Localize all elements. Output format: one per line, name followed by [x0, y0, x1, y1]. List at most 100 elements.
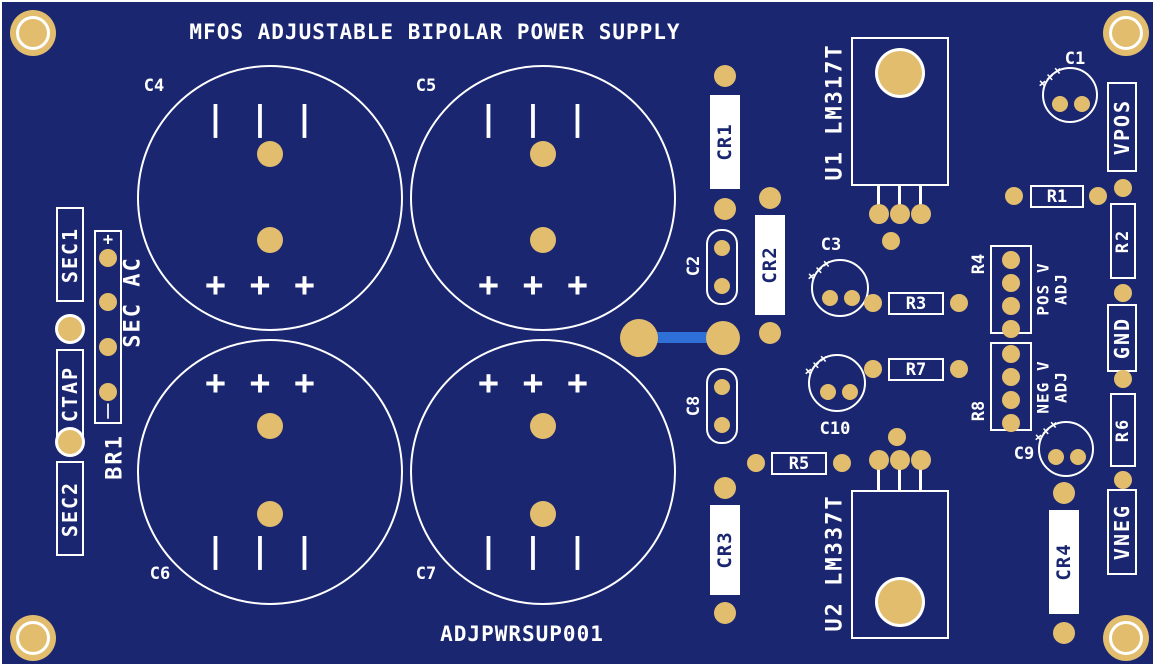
c2-pad[interactable] [714, 278, 730, 294]
r8-pad[interactable] [1002, 345, 1020, 363]
r6-pad[interactable] [1114, 370, 1132, 388]
c8-pad[interactable] [714, 417, 730, 433]
r7-pad[interactable] [950, 360, 968, 378]
u1-pad[interactable] [890, 204, 910, 224]
r5-pad[interactable] [833, 454, 851, 472]
u1-pad[interactable] [869, 204, 889, 224]
c1-pad[interactable] [1052, 96, 1068, 112]
r2-pad[interactable] [1114, 179, 1132, 197]
via-pad[interactable] [888, 428, 906, 446]
r4-pad[interactable] [1002, 274, 1020, 292]
capacitor-c10-outline[interactable] [808, 354, 866, 412]
r7-pad[interactable] [864, 360, 882, 378]
br1-pad[interactable] [99, 383, 117, 401]
c3-pad[interactable] [844, 290, 860, 306]
c5-pad[interactable] [530, 227, 556, 253]
c10-pad[interactable] [820, 384, 836, 400]
r3-pad[interactable] [864, 294, 882, 312]
u2-pad[interactable] [869, 450, 889, 470]
capacitor-c6-outline[interactable] [137, 339, 403, 605]
c9-pad[interactable] [1070, 449, 1086, 465]
diode-cr3-body[interactable] [710, 505, 740, 595]
highlighted-trace[interactable] [639, 332, 723, 343]
r4-pad[interactable] [1002, 320, 1020, 338]
resistor-r1-body[interactable]: R1 [1030, 185, 1084, 208]
cr1-pad[interactable] [714, 65, 736, 87]
c10-pad[interactable] [842, 384, 858, 400]
net-label-box-gnd: GND [1107, 304, 1137, 372]
cr2-pad[interactable] [759, 322, 781, 344]
cr2-pad[interactable] [759, 187, 781, 209]
pos-adj-label: ADJ [1051, 273, 1071, 305]
diode-cr4-body[interactable] [1049, 510, 1079, 614]
r8-pad[interactable] [1002, 414, 1020, 432]
r7-ref-label: R7 [905, 359, 927, 380]
br1-pad[interactable] [99, 249, 117, 267]
mounting-hole-bottom-left[interactable] [10, 615, 56, 661]
r1-pad[interactable] [1089, 187, 1107, 205]
c8-pad[interactable] [714, 379, 730, 395]
br1-pad[interactable] [99, 338, 117, 356]
r2-pad[interactable] [1114, 284, 1132, 302]
diode-cr2-body[interactable] [755, 215, 785, 315]
trace-pad[interactable] [706, 321, 740, 355]
regulator-u1-outline[interactable] [851, 37, 949, 186]
u1-leg [919, 186, 922, 206]
resistor-r6-body[interactable]: R6 [1110, 393, 1136, 467]
capacitor-c5-outline[interactable] [410, 65, 676, 331]
c1-pad[interactable] [1074, 96, 1090, 112]
c4-pad[interactable] [257, 227, 283, 253]
capacitor-c4-outline[interactable] [137, 65, 403, 331]
regulator-u2-outline[interactable] [851, 490, 949, 639]
u2-leg [898, 467, 901, 490]
cr3-pad[interactable] [714, 477, 736, 499]
r6-pad[interactable] [1114, 471, 1132, 489]
capacitor-c9-outline[interactable] [1038, 421, 1094, 477]
u2-tab-pad[interactable] [878, 580, 922, 624]
u2-pad[interactable] [890, 450, 910, 470]
bridge-br1-outline[interactable] [94, 230, 122, 424]
c2-pad[interactable] [714, 240, 730, 256]
u2-ref-label: U2 LM337T [822, 494, 848, 632]
r8-pad[interactable] [1002, 391, 1020, 409]
r3-pad[interactable] [950, 294, 968, 312]
trace-pad[interactable] [620, 319, 658, 357]
sec1-terminal-pad[interactable] [58, 317, 82, 341]
r4-pad[interactable] [1002, 251, 1020, 269]
capacitor-c1-outline[interactable] [1042, 67, 1098, 123]
r1-pad[interactable] [1005, 187, 1023, 205]
u2-pad[interactable] [911, 450, 931, 470]
mounting-hole-top-right[interactable] [1103, 10, 1149, 56]
r5-pad[interactable] [747, 454, 765, 472]
capacitor-c8-outline[interactable] [706, 368, 738, 444]
c6-pad[interactable] [257, 413, 283, 439]
cr3-pad[interactable] [714, 602, 736, 624]
c3-pad[interactable] [822, 290, 838, 306]
c5-pad[interactable] [530, 141, 556, 167]
diode-cr1-body[interactable] [710, 95, 740, 189]
r4-pad[interactable] [1002, 297, 1020, 315]
resistor-r5-body[interactable]: R5 [771, 452, 827, 475]
u1-tab-pad[interactable] [878, 51, 922, 95]
cr4-pad[interactable] [1053, 482, 1075, 504]
resistor-r7-body[interactable]: R7 [888, 358, 944, 381]
c7-pad[interactable] [530, 501, 556, 527]
capacitor-c3-outline[interactable] [811, 259, 869, 317]
r8-pad[interactable] [1002, 368, 1020, 386]
cr1-pad[interactable] [714, 198, 736, 220]
c6-pad[interactable] [257, 501, 283, 527]
mounting-hole-bottom-right[interactable] [1103, 615, 1149, 661]
ctap-terminal-pad[interactable] [58, 430, 82, 454]
capacitor-c2-outline[interactable] [706, 229, 738, 305]
c4-pad[interactable] [257, 141, 283, 167]
cr4-pad[interactable] [1053, 622, 1075, 644]
u1-pad[interactable] [911, 204, 931, 224]
capacitor-c7-outline[interactable] [410, 339, 676, 605]
c7-pad[interactable] [530, 413, 556, 439]
mounting-hole-top-left[interactable] [10, 10, 56, 56]
resistor-r2-body[interactable]: R2 [1110, 203, 1136, 279]
c9-pad[interactable] [1048, 449, 1064, 465]
resistor-r3-body[interactable]: R3 [888, 292, 944, 315]
via-pad[interactable] [882, 232, 900, 250]
br1-pad[interactable] [99, 293, 117, 311]
